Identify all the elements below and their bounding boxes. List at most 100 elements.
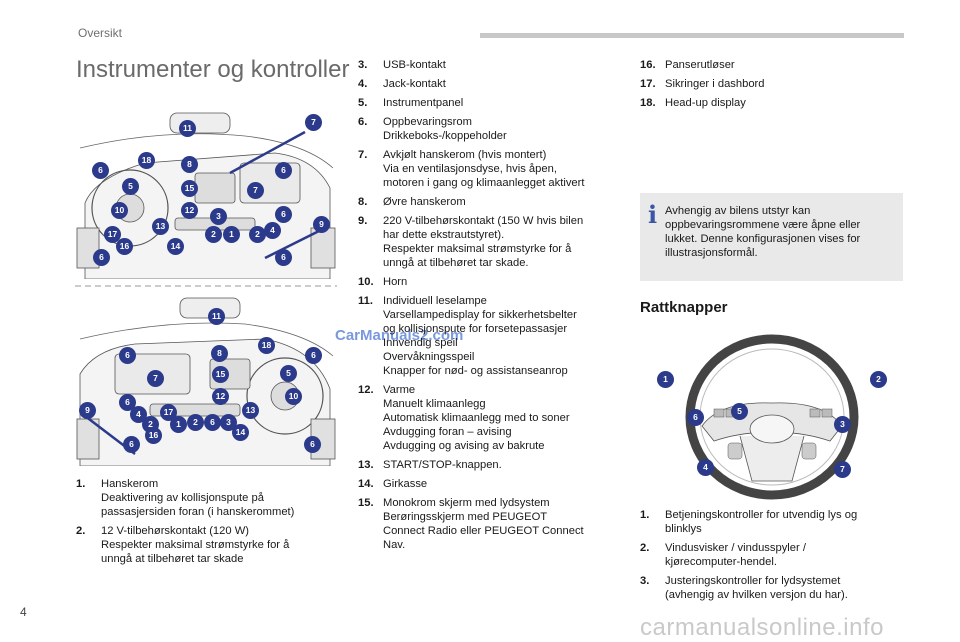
dashboard-drawing-lhd [76,112,336,279]
info-box: i Avhengig av bilens utstyr kan oppbevar… [640,193,903,281]
callout-badge: 10 [111,202,128,219]
figure-separator [75,285,337,287]
item-number: 17. [640,78,656,90]
item-line: START/STOP-knappen. [383,459,502,471]
item-number: 15. [358,497,374,509]
callout-badge: 18 [258,337,275,354]
dashboard-figure-lhd: 11 7 6 18 8 6 5 15 7 10 12 6 13 3 9 17 2… [75,108,337,279]
callout-badge: 7 [305,114,322,131]
callout-badge: 8 [181,156,198,173]
list-item: 1.Betjeningskontroller for utvendig lys … [640,508,902,536]
item-text: Justeringskontroller for lydsystemet (avh… [665,574,848,602]
item-number: 10. [358,276,374,288]
callout-badge: 8 [211,345,228,362]
item-text: Girkasse [383,477,427,491]
callout-badge: 10 [285,388,302,405]
list-item: 3. USB-kontakt [358,58,620,72]
item-text: USB-kontakt [383,58,446,72]
list-item: 18. Head-up display [640,96,902,110]
list-item: 17.Sikringer i dashbord [640,77,902,91]
list-item: 13. START/STOP-knappen. [358,458,620,472]
callout-badge: 6 [304,436,321,453]
callout-badge: 9 [313,216,330,233]
item-text: Head-up display [665,96,746,110]
callout-badge: 6 [275,206,292,223]
item-text: Avkjølt hanskerom (hvis montert)Via en v… [383,148,585,190]
item-number: 18. [640,97,656,109]
item-line: Manuelt klimaanlegg [383,398,486,410]
item-line: Betjeningskontroller for utvendig lys og [665,509,858,521]
callout-badge: 2 [187,414,204,431]
item-text: 220 V-tilbehørskontakt (150 W hvis bilen… [383,214,583,270]
list-item: 5.Instrumentpanel [358,96,620,110]
dashboard-drawing-rhd [76,297,336,466]
callout-badge: 3 [834,416,851,433]
callout-badge: 6 [123,436,140,453]
list-item: 2.Vindusvisker / vindusspyler /kjørecomp… [640,541,902,569]
item-line: Via en ventilasjonsdyse, hvis åpen, [383,163,557,175]
item-line: Connect Radio eller PEUGEOT Connect [383,525,584,537]
item-line: Knapper for nød- og assistanseanrop [383,365,568,377]
item-text: Panserutløser [665,58,735,72]
callout-badge: 6 [93,249,110,266]
item-line: Panserutløser [665,59,735,71]
list-item: 9.220 V-tilbehørskontakt (150 W hvis bil… [358,214,620,270]
item-line: Øvre hanskerom [383,196,466,208]
item-line: USB-kontakt [383,59,446,71]
item-line: Justeringskontroller for lydsystemet [665,575,841,587]
callout-badge: 13 [152,218,169,235]
item-line: og kollisjonspute for forsetepassasjer [383,323,568,335]
item-line: Monokrom skjerm med lydsystem [383,497,550,509]
item-line: Deaktivering av kollisjonspute på [101,492,264,504]
callout-badge: 1 [170,416,187,433]
item-number: 12. [358,384,374,396]
subsection-title: Rattknapper [640,299,728,316]
callout-badge: 12 [181,202,198,219]
item-line: Avdugging og avising av bakrute [383,440,545,452]
item-number: 6. [358,116,368,128]
item-line: 220 V-tilbehørskontakt (150 W hvis bilen [383,215,584,227]
item-text: START/STOP-knappen. [383,458,502,472]
item-number: 1. [76,478,86,490]
item-text: Betjeningskontroller for utvendig lys og… [665,508,857,536]
item-line: blinklys [665,523,702,535]
info-line: lukket. Denne konfigurasjonen vises for [665,233,861,245]
item-line: Jack-kontakt [383,78,446,90]
callout-badge: 17 [104,226,121,243]
callout-badge: 2 [205,226,222,243]
list-item: 1. Hanskerom Deaktivering av kollisjonsp… [76,477,336,519]
callout-badge: 2 [249,226,266,243]
item-line: har dette ekstrautstyret). [383,229,505,241]
item-number: 13. [358,459,374,471]
item-text: Hanskerom Deaktivering av kollisjonspute… [101,477,294,519]
item-number: 3. [358,59,368,71]
callout-badge: 4 [697,459,714,476]
dashboard-figure-rhd: 11 18 6 8 6 5 7 15 6 12 10 4 2 17 13 9 1… [75,294,337,466]
callout-badge: 15 [181,180,198,197]
legend-list-col2: 3.USB-kontakt 4.Jack-kontakt 5.Instrumen… [358,58,620,557]
item-line: 12 V-tilbehørskontakt (120 W) [101,525,249,537]
item-number: 2. [640,542,650,554]
callout-badge: 4 [264,222,281,239]
callout-badge: 14 [232,424,249,441]
item-line: kjørecomputer-hendel. [665,556,777,568]
item-line: (avhengig av hvilken versjon du har). [665,589,848,601]
callout-badge: 12 [212,388,229,405]
info-text: Avhengig av bilens utstyr kan oppbevarin… [665,204,897,260]
callout-badge: 6 [305,347,322,364]
callout-badge: 5 [731,403,748,420]
callout-badge: 6 [92,162,109,179]
callout-badge: 7 [147,370,164,387]
callout-badge: 5 [122,178,139,195]
item-line: Respekter maksimal strømstyrke for å [383,243,572,255]
steering-wheel-figure: 1 2 6 5 3 4 7 [640,331,904,501]
item-number: 16. [640,59,656,71]
item-number: 14. [358,478,374,490]
item-line: Drikkeboks-/koppeholder [383,130,507,142]
item-number: 8. [358,196,368,208]
info-line: oppbevaringsrommene være åpne eller [665,219,861,231]
item-line: unngå at tilbehøret tar skade [101,553,244,565]
callout-badge: 6 [275,162,292,179]
